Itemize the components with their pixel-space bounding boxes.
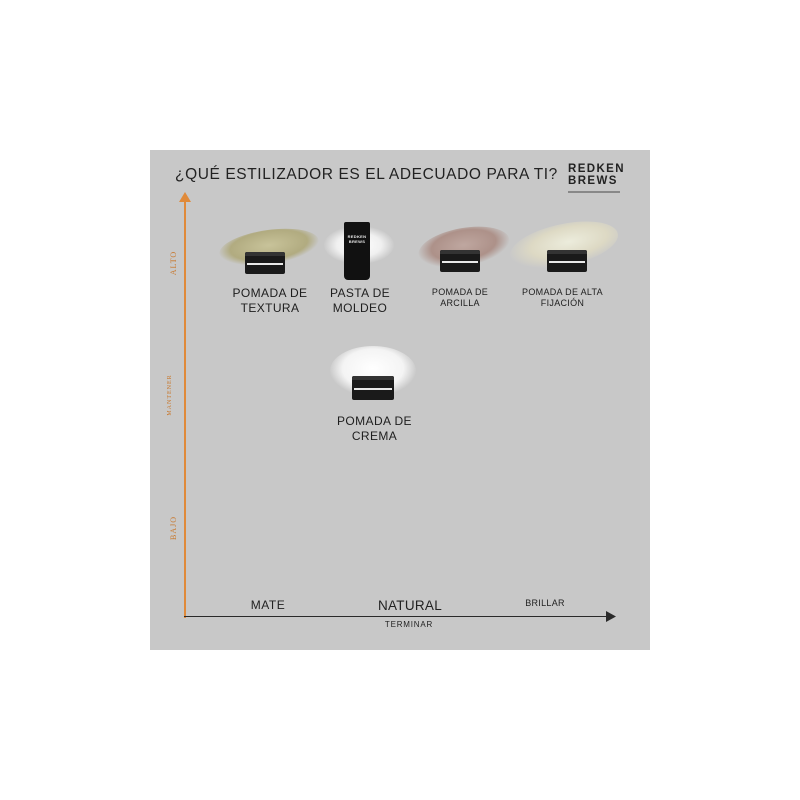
product-cream-pomade	[322, 342, 422, 410]
product-label-clay: POMADA DE ARCILLA	[431, 287, 489, 309]
chart-panel: ¿QUÉ ESTILIZADOR ES EL ADECUADO PARA TI?…	[150, 150, 650, 650]
y-axis-high-label: ALTO	[169, 250, 178, 276]
y-axis-arrow-icon	[179, 192, 191, 202]
paste-tube-icon: REDKEN BREWS	[344, 222, 370, 280]
brand-logo: REDKEN BREWS	[568, 163, 625, 187]
brand-line-1: REDKEN	[568, 163, 625, 175]
texture-jar-icon	[245, 252, 285, 274]
chart-title: ¿QUÉ ESTILIZADOR ES EL ADECUADO PARA TI?	[175, 166, 558, 183]
product-high-hold-pomade	[505, 213, 623, 282]
product-label-molding: PASTA DE MOLDEO	[329, 286, 391, 315]
product-label-cream: POMADA DE CREMA	[337, 414, 412, 443]
x-axis-title: TERMINAR	[384, 620, 434, 629]
y-axis-title: MANTENER	[167, 374, 173, 416]
clay-jar-icon	[440, 250, 480, 272]
x-axis-right-label: BRILLAR	[525, 598, 565, 608]
x-axis-arrow-icon	[606, 611, 616, 622]
cream-jar-icon	[352, 376, 394, 400]
y-axis-line	[184, 198, 186, 618]
x-axis-center-label: NATURAL	[377, 598, 443, 613]
x-axis-left-label: MATE	[250, 598, 286, 612]
product-molding-paste: REDKEN BREWS	[318, 212, 398, 287]
brand-line-2: BREWS	[568, 175, 618, 187]
high-hold-jar-icon	[547, 250, 587, 272]
brand-tagline-decoration	[568, 191, 628, 193]
product-clay-pomade	[412, 220, 513, 282]
product-label-texture: POMADA DE TEXTURA	[232, 286, 308, 315]
x-axis-line	[184, 616, 609, 618]
product-label-high-hold: POMADA DE ALTA FIJACIÓN	[522, 287, 603, 309]
y-axis-low-label: BAJO	[169, 516, 178, 541]
product-texture-pomade	[215, 222, 325, 282]
